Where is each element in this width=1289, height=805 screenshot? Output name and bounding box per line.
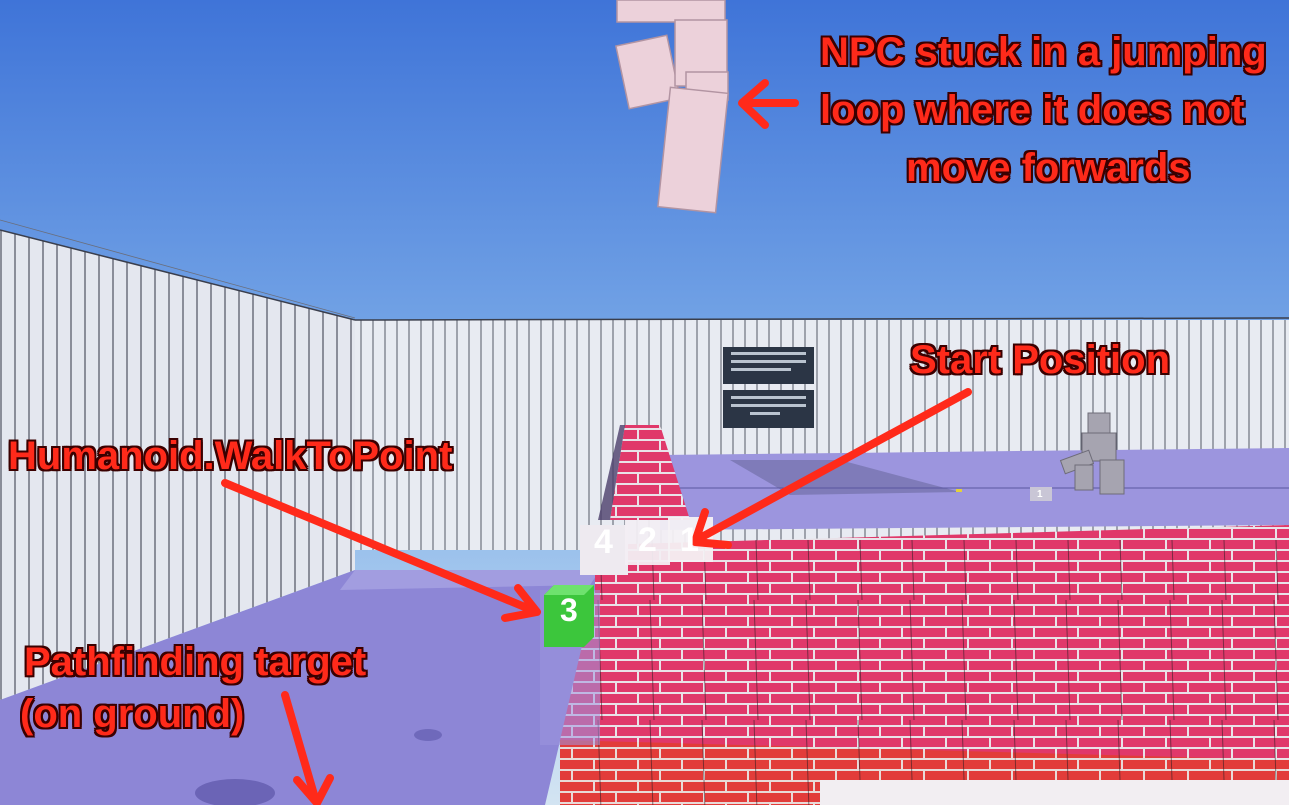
annotation-walk-to-point: Humanoid.WalkToPoint [8,434,453,478]
annotation-pathfinding-target-line1: Pathfinding target [24,640,367,684]
annotation-pathfinding-target-line2: (on ground) [20,692,245,736]
waypoint-label-4: 4 [594,523,613,561]
small-waypoint-1 [1030,487,1052,501]
narrow-brick-beam [610,425,690,520]
sign-boards [723,347,814,428]
waypoint-block-4 [580,525,628,575]
waypoint-label-1: 1 [680,521,699,559]
waypoint-label-2: 2 [638,521,657,559]
ground [0,570,600,805]
annotation-npc-stuck-line1: NPC stuck in a jumping [820,30,1267,74]
npc-start [1059,412,1125,495]
npc-jumping [615,0,729,214]
waypoint-block-2 [625,520,670,565]
waypoint-block-3 [544,585,594,647]
annotation-start-position: Start Position [910,338,1171,382]
annotation-npc-stuck-line2: loop where it does not [820,88,1245,132]
left-wall [0,230,355,700]
annotation-npc-stuck-line3: move forwards [906,146,1191,190]
small-waypoint-label: 1 [1037,489,1043,500]
annotation-arrows [221,79,972,805]
waypoint-label-3: 3 [560,592,578,628]
